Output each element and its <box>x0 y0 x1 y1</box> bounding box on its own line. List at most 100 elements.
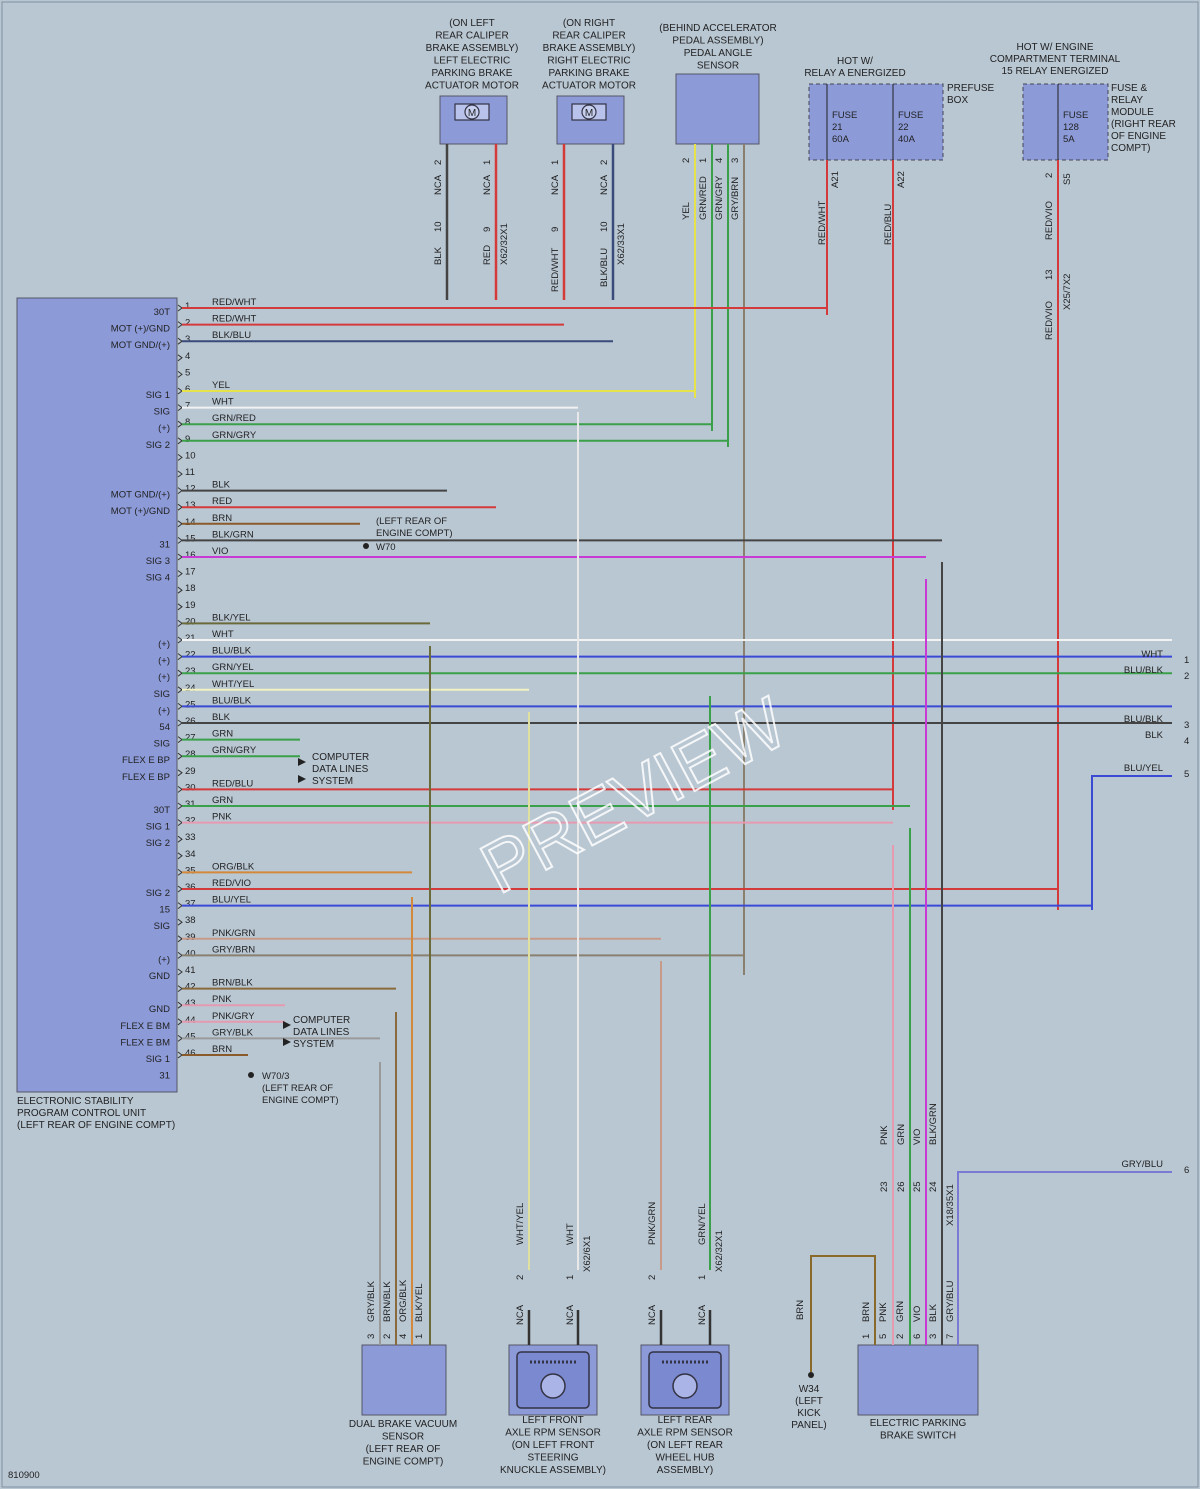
right-ref-number: 3 <box>1184 720 1189 731</box>
ecu-pin-number: 11 <box>185 467 195 478</box>
pin-chevron <box>177 371 183 378</box>
right-ref-number: 1 <box>1184 655 1189 666</box>
fuse-wire-label: RED/VIO <box>1044 201 1055 240</box>
ecu-wire-label: GRN/GRY <box>212 745 257 756</box>
wire-label: ORG/BLK <box>398 1279 409 1322</box>
ecu-pin-number: 36 <box>185 882 196 893</box>
fuse-relay-hot-label: COMPARTMENT TERMINAL <box>990 54 1121 65</box>
fuse-relay-label: OF ENGINE <box>1111 131 1166 142</box>
pedal-caption-line: (BEHIND ACCELERATOR <box>659 23 776 34</box>
sensor-pin: 2 <box>515 1275 526 1280</box>
ecu-side-label: GND <box>149 971 170 982</box>
ecu-side-label: MOT GND/(+) <box>111 490 170 501</box>
vacuum-caption: (LEFT REAR OF <box>366 1444 441 1455</box>
ecu-pin-number: 41 <box>185 965 196 976</box>
ecu-pin-number: 33 <box>185 832 196 843</box>
wire-label: BLK <box>433 246 444 265</box>
pin-chevron <box>177 470 183 478</box>
fuse-terminal: S5 <box>1062 173 1073 185</box>
ecu-side-label: (+) <box>158 705 170 716</box>
connector-pin: 26 <box>896 1181 907 1192</box>
connector-label: X25/7X2 <box>1062 274 1073 310</box>
ecu-wire-label: BRN/BLK <box>212 978 253 989</box>
ecu-pin-number: 6 <box>185 384 190 395</box>
ecu-caption-line: ELECTRONIC STABILITY <box>17 1096 134 1107</box>
ecu-wire-label: PNK <box>212 994 232 1005</box>
wire-label: GRN/YEL <box>697 1203 708 1245</box>
ground-icon <box>808 1372 814 1378</box>
ecu-pin-number: 43 <box>185 998 196 1009</box>
pedal-caption-line: PEDAL ANGLE <box>684 48 753 59</box>
right-motor-caption-line: BRAKE ASSEMBLY) <box>543 43 636 54</box>
rear-rpm-caption: WHEEL HUB <box>655 1453 714 1464</box>
ecu-pin-number: 15 <box>185 533 196 544</box>
ground-caption: KICK <box>797 1408 821 1419</box>
left-actuator-motor: M <box>439 95 508 300</box>
ecu-wire-label: RED/VIO <box>212 878 251 889</box>
sensor-pin: 2 <box>647 1275 658 1280</box>
wire-label: BRN <box>795 1300 806 1320</box>
left-motor-caption-line: ACTUATOR MOTOR <box>425 81 519 92</box>
right-motor-caption-line: RIGHT ELECTRIC <box>547 56 630 67</box>
wire-label: GRN <box>896 1124 907 1145</box>
ground-icon <box>248 1072 254 1078</box>
pin-chevron <box>177 968 183 976</box>
rear-rpm-caption: LEFT REAR <box>658 1415 713 1426</box>
left-motor-caption-line: (ON LEFT <box>449 18 495 29</box>
ecu-wire-label: GRN <box>212 729 233 740</box>
ecu-pin-number: 23 <box>185 666 196 677</box>
ecu-wire-label: VIO <box>212 546 228 557</box>
ecu-side-label: SIG 2 <box>146 888 170 899</box>
fuse-relay-hot-label: HOT W/ ENGINE <box>1016 42 1093 53</box>
connector-label: X62/6X1 <box>582 1236 593 1272</box>
ecu-pin-number: 35 <box>185 865 196 876</box>
ecu-pin-number: 26 <box>185 716 196 727</box>
wire-label: BLK/BLU <box>599 248 610 287</box>
fuse-label: 60A <box>832 134 850 145</box>
left-motor-caption-line: PARKING BRAKE <box>432 68 513 79</box>
dual-brake-vacuum-sensor <box>361 1344 447 1416</box>
wire-label: RED <box>482 245 493 265</box>
front-rpm-caption: (ON LEFT FRONT <box>512 1440 595 1451</box>
ground-caption: PANEL) <box>791 1420 826 1431</box>
connector-pin: 9 <box>550 227 561 232</box>
ecu-side-label: SIG 2 <box>146 440 170 451</box>
ecu-caption-line: (LEFT REAR OF ENGINE COMPT) <box>17 1120 175 1131</box>
left-rear-rpm-sensor <box>640 1310 730 1416</box>
sensor-pin: 2 <box>382 1334 393 1339</box>
nca-label: NCA <box>482 174 493 195</box>
ecu-side-label: (+) <box>158 672 170 683</box>
ecu-side-label: FLEX E BP <box>122 755 170 766</box>
ecu-pin-number: 32 <box>185 816 196 827</box>
wire-label: BLK/GRN <box>928 1103 939 1145</box>
ecu-side-label: MOT (+)/GND <box>111 506 170 517</box>
connector-pin: 9 <box>482 227 493 232</box>
motor-pin: 1 <box>482 160 493 165</box>
pedal-angle-sensor <box>675 73 760 975</box>
wire-label: VIO <box>912 1129 923 1145</box>
ecu-pin-number: 10 <box>185 450 196 461</box>
fuse-label: 128 <box>1063 122 1079 133</box>
pin-chevron <box>177 354 183 362</box>
left-motor-caption-line: BRAKE ASSEMBLY) <box>426 43 519 54</box>
fuse-relay-label: (RIGHT REAR <box>1111 119 1176 130</box>
nca-label: NCA <box>697 1304 708 1325</box>
left-motor-caption-line: REAR CALIPER <box>435 31 508 42</box>
ecu-pin-number: 9 <box>185 434 190 445</box>
motor-m-icon: M <box>585 108 593 119</box>
ground-label: W70 <box>376 542 396 553</box>
ecu-side-label: FLEX E BM <box>120 1021 170 1032</box>
ecu-pin-number: 42 <box>185 982 196 993</box>
right-wire-label: BLU/YEL <box>1124 763 1163 774</box>
ecu-side-label: SIG 3 <box>146 556 170 567</box>
right-ref-number: 4 <box>1184 736 1189 747</box>
sensor-pin: 1 <box>697 1275 708 1280</box>
right-actuator-motor: M <box>556 95 625 300</box>
wire-label: GRY/BLK <box>366 1280 377 1322</box>
wire-label: BLK <box>928 1303 939 1322</box>
ecu-side-label: 30T <box>154 805 171 816</box>
ground-wire <box>810 1255 876 1372</box>
ecu-wire-label: WHT/YEL <box>212 679 254 690</box>
